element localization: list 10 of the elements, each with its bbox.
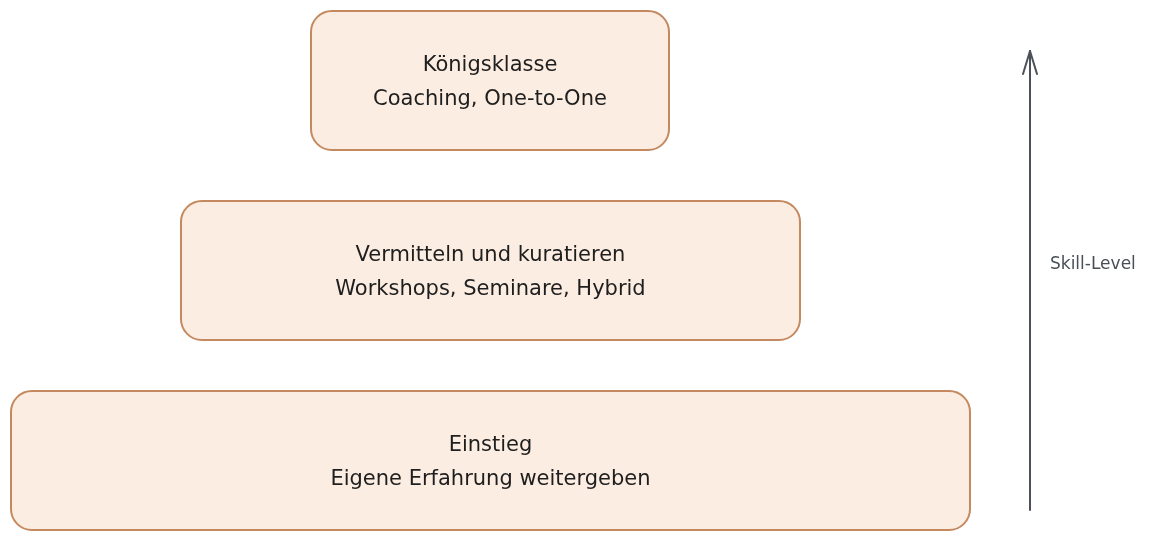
axis-label: Skill-Level: [1050, 252, 1136, 274]
tier-title: Königsklasse: [422, 50, 558, 78]
tier-title: Einstieg: [448, 430, 533, 458]
tier-title: Vermitteln und kuratieren: [355, 240, 626, 268]
tier-box: [10, 390, 971, 531]
tier-box: [310, 10, 670, 151]
tier-description: Workshops, Seminare, Hybrid: [335, 274, 646, 302]
tier-box: [180, 200, 801, 341]
tier-description: Eigene Erfahrung weitergeben: [330, 464, 651, 492]
tier-description: Coaching, One-to-One: [373, 84, 607, 112]
